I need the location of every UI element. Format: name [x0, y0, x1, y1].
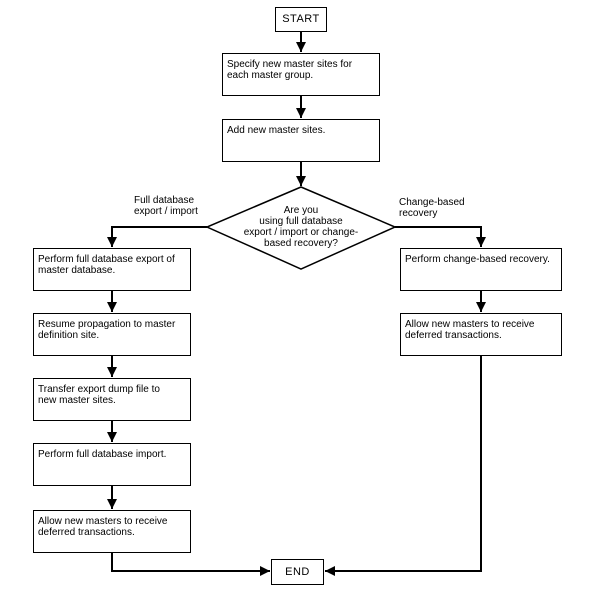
step-specify-new-master-sites: Specify new master sites for each master… [222, 53, 380, 96]
step-perform-full-database-import: Perform full database import. [33, 443, 191, 486]
arrow-right-column-to-end [325, 356, 482, 576]
branch-label-full-database-export-import: Full database export / import [134, 195, 198, 217]
arrow-left-column-to-end [111, 553, 270, 576]
step-add-new-master-sites: Add new master sites. [222, 119, 380, 162]
branch-label-change-based-recovery: Change-based recovery [399, 197, 465, 219]
decision-export-or-recovery-text: Are you using full database export / imp… [243, 205, 359, 249]
step-allow-new-masters-receive-left: Allow new masters to receive deferred tr… [33, 510, 191, 553]
step-transfer-export-dump-file: Transfer export dump file to new master … [33, 378, 191, 421]
step-resume-propagation: Resume propagation to master definition … [33, 313, 191, 356]
arrow-decision-to-right-column [395, 226, 486, 247]
end-node: END [271, 559, 324, 585]
arrow-decision-to-left-column [107, 226, 207, 247]
step-allow-new-masters-receive-right: Allow new masters to receive deferred tr… [400, 313, 562, 356]
decision-diamond-shape [205, 186, 397, 270]
step-perform-full-database-export: Perform full database export of master d… [33, 248, 191, 291]
start-node: START [275, 7, 327, 32]
step-perform-change-based-recovery: Perform change-based recovery. [400, 248, 562, 291]
